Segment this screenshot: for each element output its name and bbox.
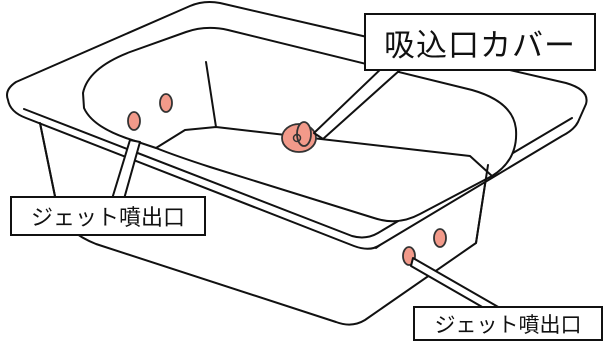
callout-leader-jet-right bbox=[410, 257, 501, 309]
jet-outlet-label-right-text: ジェット噴出口 bbox=[434, 312, 582, 337]
intake-cover-label: 吸込口カバー bbox=[364, 13, 596, 71]
tub-basin-floor bbox=[155, 61, 493, 177]
jet-nozzle-icon bbox=[127, 93, 173, 131]
intake-cover-label-text: 吸込口カバー bbox=[384, 27, 576, 64]
tub-rim-edge bbox=[23, 108, 573, 239]
suction-cover-icon bbox=[281, 121, 317, 153]
jet-outlet-label-left: ジェット噴出口 bbox=[10, 196, 206, 236]
jet-outlet-label-right: ジェット噴出口 bbox=[413, 306, 603, 341]
jet-outlet-label-left-text: ジェット噴出口 bbox=[30, 206, 185, 231]
